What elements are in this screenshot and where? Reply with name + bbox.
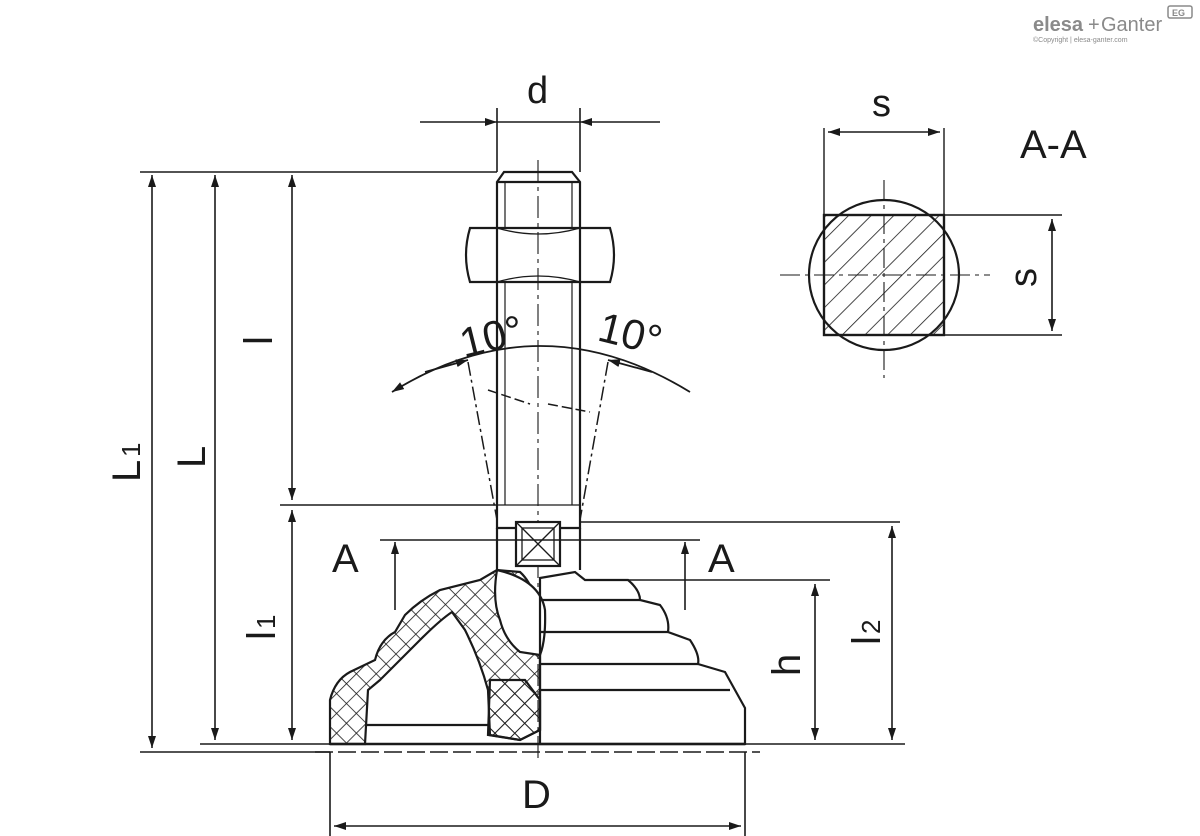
- brand-name-left: elesa: [1033, 14, 1084, 36]
- label-L1-main: L: [105, 460, 149, 482]
- tilt-indication: [391, 345, 691, 521]
- label-A-right: A: [708, 537, 735, 581]
- brand-name-right: Ganter: [1101, 14, 1162, 36]
- dimension-d: [420, 108, 660, 172]
- label-L: L: [170, 446, 214, 468]
- label-l1-sub: 1: [251, 615, 281, 629]
- base-exterior-right: [538, 570, 747, 746]
- label-s-side: s: [1003, 268, 1045, 287]
- label-A-left: A: [332, 537, 359, 581]
- hex-nut: [464, 226, 616, 284]
- brand-plus: +: [1088, 14, 1100, 36]
- label-d: d: [527, 70, 548, 112]
- base-section-left: [328, 568, 547, 746]
- label-L1-sub: 1: [116, 443, 146, 457]
- dimension-D: [329, 752, 746, 836]
- label-angle-left: 10°: [455, 306, 528, 367]
- label-l1-main: l: [240, 631, 284, 640]
- label-l2-sub: 2: [856, 620, 886, 634]
- label-l2-main: l: [845, 636, 889, 645]
- section-a-a-view: [780, 128, 1062, 378]
- brand-copyright: ©Copyright | elesa-ganter.com: [1033, 36, 1128, 44]
- brand-badge-frame: [1167, 5, 1193, 19]
- label-h: h: [765, 654, 809, 676]
- brand-logo: elesa + Ganter EG ©Copyright | elesa-gan…: [1033, 5, 1193, 44]
- label-l1: l 1: [240, 615, 284, 640]
- label-s-top: s: [872, 83, 891, 125]
- label-section-title: A-A: [1020, 123, 1087, 167]
- extension-lines: [140, 171, 905, 753]
- label-l2: l 2: [845, 620, 889, 645]
- leveling-foot-drawing: [140, 108, 905, 836]
- label-l: l: [237, 336, 281, 345]
- section-marks: [380, 539, 700, 610]
- brand-badge: EG: [1172, 8, 1185, 18]
- label-L1: L 1: [105, 443, 149, 482]
- square-neck: [495, 520, 582, 570]
- label-D: D: [522, 773, 551, 817]
